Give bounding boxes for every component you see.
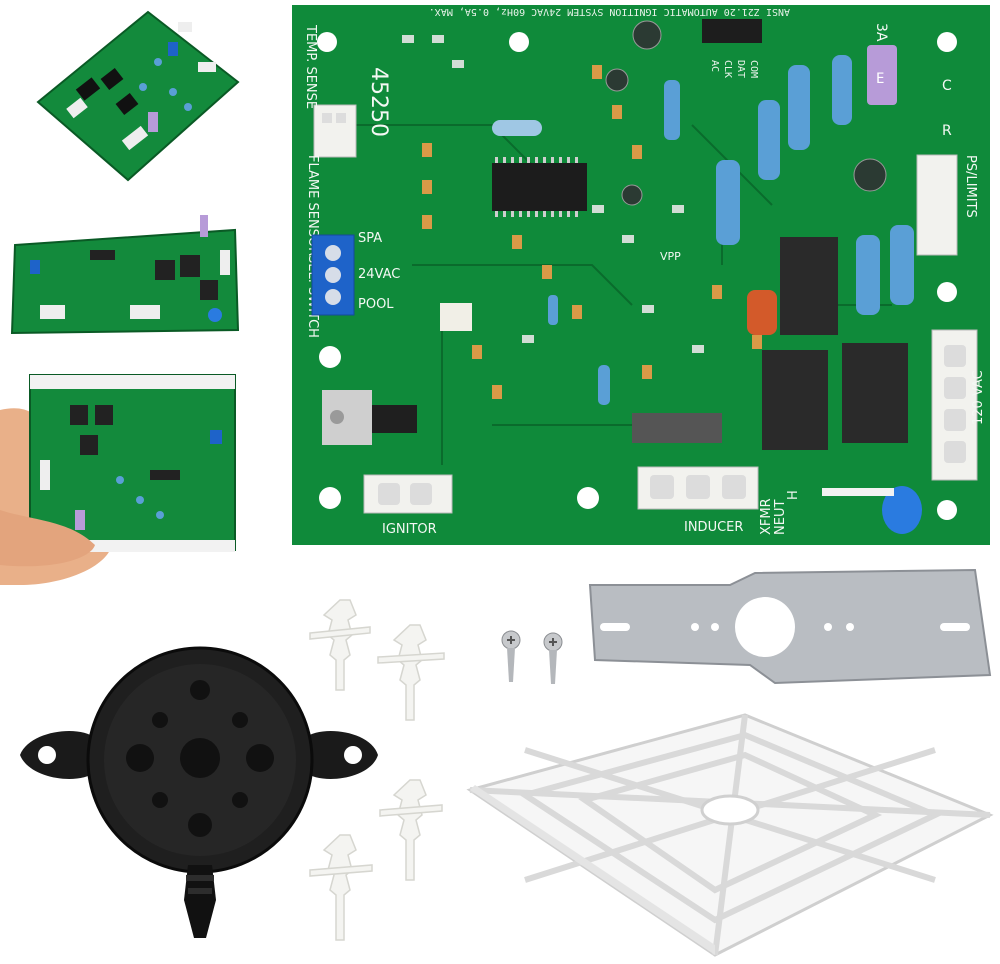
screws xyxy=(495,630,575,690)
bracket-illustration xyxy=(588,568,992,685)
board-in-hand-illustration xyxy=(0,374,236,585)
cover-grid-illustration xyxy=(466,713,994,957)
board-header-text: ANSI Z21.20 AUTOMATIC IGNITION SYSTEM 24… xyxy=(429,6,790,17)
thumbnail-angled-board[interactable] xyxy=(28,2,243,187)
screws-illustration xyxy=(501,630,563,684)
pressure-switch xyxy=(20,630,380,950)
standoff-icon xyxy=(309,599,371,691)
standoffs-illustration xyxy=(309,599,445,941)
vpp-label: VPP xyxy=(660,250,681,263)
mounting-holes xyxy=(317,32,957,520)
spa-label: SPA xyxy=(358,231,382,246)
white-cover-grid xyxy=(465,710,995,960)
part-number: 45250 xyxy=(366,67,391,137)
fuse-rating: 3A xyxy=(873,23,889,42)
dat-label: DAT xyxy=(735,60,746,78)
r-label: R xyxy=(942,123,952,139)
main-control-board: ANSI Z21.20 AUTOMATIC IGNITION SYSTEM 24… xyxy=(292,5,990,545)
capacitor-icon xyxy=(853,158,887,192)
24vac-label: 24VAC xyxy=(358,267,400,282)
side-board-illustration xyxy=(10,215,240,335)
ic-chip-icon xyxy=(492,163,587,211)
ignitor-label: IGNITOR xyxy=(382,522,437,537)
temp-sense-label: TEMP. SENSE xyxy=(303,24,318,109)
plastic-standoffs xyxy=(300,595,460,945)
thumbnail-side-board[interactable] xyxy=(10,205,242,340)
control-board-illustration: ANSI Z21.20 AUTOMATIC IGNITION SYSTEM 24… xyxy=(292,5,990,545)
xfmr-label: XFMR xyxy=(759,498,774,535)
thumbnail-board-in-hand[interactable] xyxy=(0,370,240,590)
pool-label: POOL xyxy=(358,297,394,312)
pressure-switch-illustration xyxy=(20,646,378,938)
120vac-label: 120 VAC xyxy=(971,370,986,425)
neut-label: NEUT xyxy=(773,500,788,535)
inducer-label: INDUCER xyxy=(684,520,743,535)
h-label: H xyxy=(786,490,801,500)
ps-limits-label: PS/LIMITS xyxy=(963,155,978,218)
c-label: C xyxy=(942,78,952,94)
flame-sensor-label: FLAME SENSOR xyxy=(305,155,320,256)
angled-board-illustration xyxy=(36,10,240,182)
com-label: COM xyxy=(748,60,759,78)
screw-icon xyxy=(501,630,521,682)
clk-label: CLK xyxy=(722,60,733,78)
fuse-glyph: E xyxy=(876,71,884,87)
relay-icon xyxy=(780,237,838,335)
ac-label: AC xyxy=(709,60,720,72)
metal-bracket xyxy=(580,565,1000,695)
